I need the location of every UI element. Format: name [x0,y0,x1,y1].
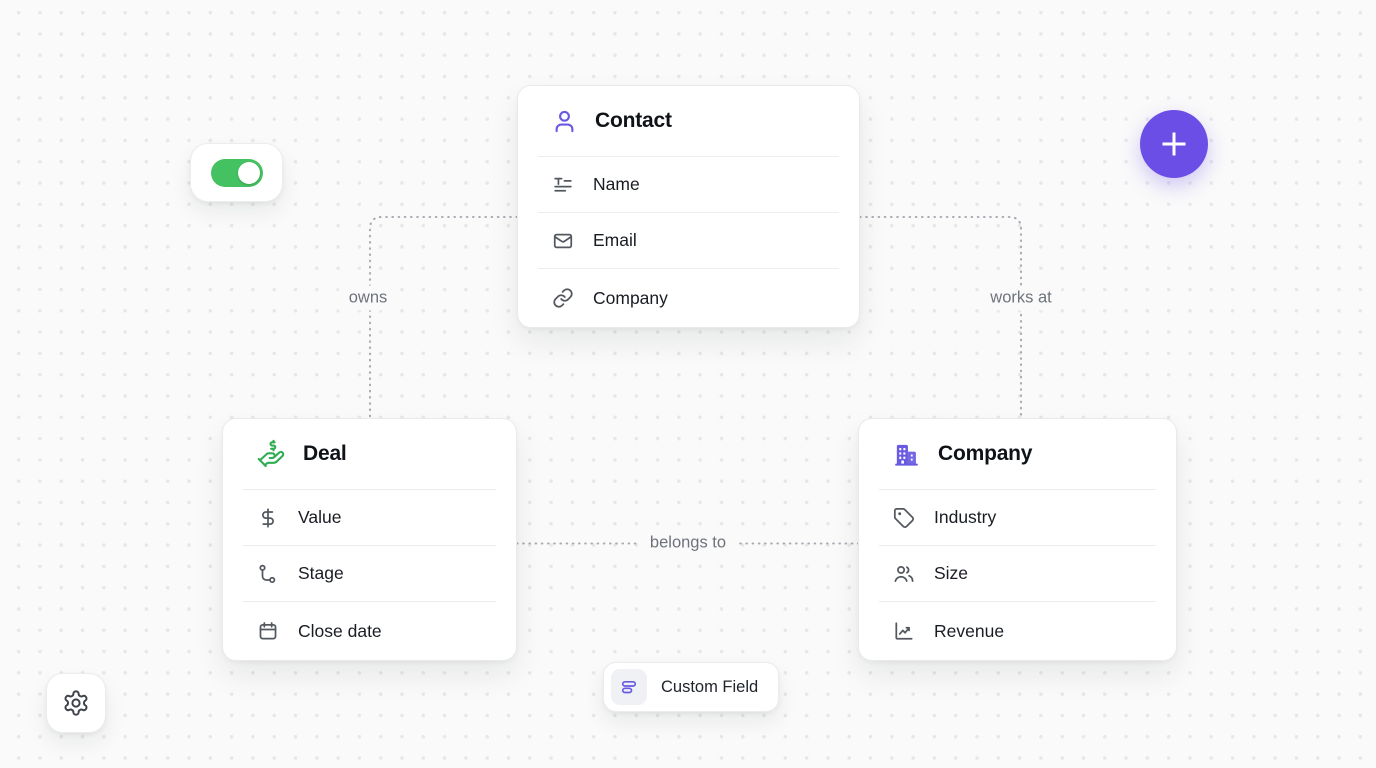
contact-field-email[interactable]: Email [518,213,859,268]
add-button[interactable] [1140,110,1208,178]
deal-field-value[interactable]: Value [223,490,516,545]
field-label: Email [593,230,637,250]
field-label: Revenue [934,620,1005,641]
entity-card-contact[interactable]: Contact Name Email [517,85,860,328]
custom-field-label: Custom Field [661,677,759,696]
deal-field-stage[interactable]: Stage [223,546,516,601]
users-icon [893,563,915,585]
tag-icon [893,507,915,529]
divider [879,601,1156,602]
divider [243,545,496,546]
deal-card-title: Deal [303,442,347,465]
contact-field-company[interactable]: Company [518,269,859,327]
divider [243,489,496,490]
contact-card-title: Contact [595,109,672,132]
deal-card-header: Deal [223,419,516,489]
contact-field-name[interactable]: Name [518,157,859,212]
field-rows-icon [611,669,647,705]
user-icon [551,108,578,135]
connector-owns [368,215,519,420]
gear-icon [62,689,90,717]
calendar-icon [257,620,279,642]
custom-field-chip[interactable]: Custom Field [603,662,780,712]
divider [538,212,839,213]
divider [879,545,1156,546]
field-label: Stage [298,563,344,583]
field-label: Industry [934,507,997,527]
company-field-size[interactable]: Size [859,546,1176,601]
divider [538,156,839,157]
plus-icon [1159,129,1189,159]
mail-icon [552,230,574,252]
link-icon [552,287,574,309]
entity-card-deal[interactable]: Deal Value Stage [222,418,517,661]
route-icon [257,563,279,585]
relationship-label-owns: owns [338,285,398,311]
field-label: Value [298,507,342,527]
field-label: Close date [298,620,382,641]
building-icon [892,440,921,469]
company-field-revenue[interactable]: Revenue [859,602,1176,660]
divider [243,601,496,602]
field-label: Company [593,287,668,308]
dollar-icon [257,507,279,529]
company-card-title: Company [938,442,1033,465]
divider [538,268,839,269]
relationship-label-works-at: works at [980,285,1062,311]
relationship-label-belongs-to: belongs to [639,530,737,556]
deal-field-close-date[interactable]: Close date [223,602,516,660]
hand-dollar-icon [256,439,286,469]
settings-button[interactable] [46,673,106,733]
contact-card-header: Contact [518,86,859,156]
entity-card-company[interactable]: Company Industry Size [858,418,1177,661]
company-card-header: Company [859,419,1176,489]
toggle-card [190,143,283,202]
toggle-knob [237,161,260,184]
text-icon [552,174,574,196]
chart-icon [893,620,915,642]
connector-works-at [858,215,1023,420]
field-label: Size [934,563,969,583]
field-label: Name [593,174,640,194]
company-field-industry[interactable]: Industry [859,490,1176,545]
divider [879,489,1156,490]
toggle-switch[interactable] [210,158,263,187]
